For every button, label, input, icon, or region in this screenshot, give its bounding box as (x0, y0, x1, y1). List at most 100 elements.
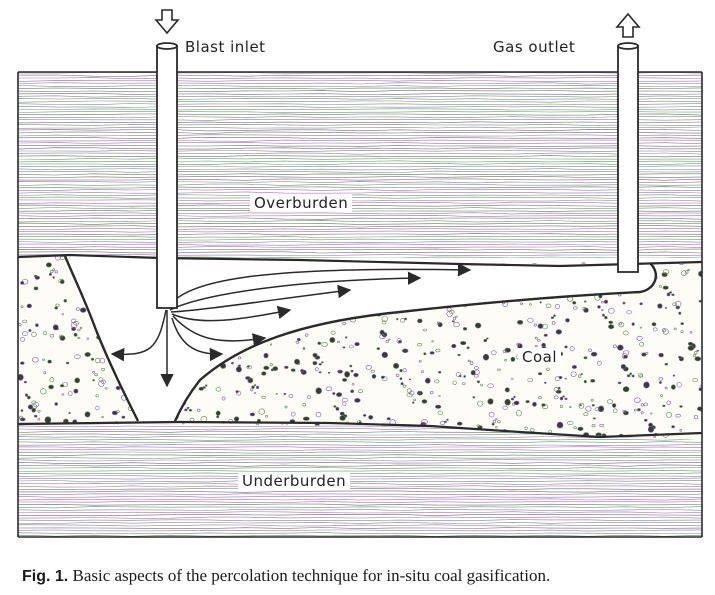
coal-particle (553, 395, 559, 400)
strata-line (18, 129, 702, 132)
coal-particle (342, 378, 348, 382)
coal-particle (669, 291, 673, 294)
coal-particle (406, 388, 412, 394)
coal-particle (399, 369, 403, 373)
strata-line (18, 152, 702, 155)
coal-particle (164, 433, 171, 438)
coal-particle (515, 410, 522, 417)
coal-particle (640, 403, 644, 407)
gasification-diagram (17, 9, 703, 538)
coal-particle (235, 366, 242, 373)
coal-particle (388, 338, 391, 341)
coal-particle (502, 349, 507, 354)
cavity-left-wall (63, 255, 140, 422)
coal-particle (453, 321, 460, 328)
coal-particle (569, 406, 572, 409)
strata-line (18, 144, 702, 147)
char-dot (192, 427, 193, 428)
coal-particle (591, 404, 595, 407)
coal-particle (296, 337, 301, 341)
coal-particle (437, 322, 443, 328)
coal-particle (451, 320, 455, 323)
strata-line (18, 451, 702, 454)
coal-particle (534, 344, 538, 348)
coal-particle (673, 327, 677, 330)
coal-particle (637, 408, 641, 412)
coal-particle (20, 361, 25, 365)
coal-particle (425, 259, 429, 262)
coal-particle (698, 270, 702, 277)
coal-particle (629, 372, 632, 376)
coal-particle (653, 435, 656, 439)
coal-particle (256, 385, 260, 390)
coal-underburden-boundary (17, 420, 703, 439)
coal-particle (636, 335, 643, 341)
coal-particle (567, 420, 574, 426)
coal-particle (54, 270, 58, 274)
coal-particle (59, 384, 65, 388)
coal-particle (265, 415, 269, 418)
coal-particle (593, 417, 596, 420)
strata-line (18, 157, 702, 160)
underburden-label: Underburden (238, 472, 351, 490)
coal-particle (370, 369, 375, 373)
coal-particle (379, 334, 386, 340)
coal-particle (460, 341, 467, 346)
strata-line (18, 168, 702, 171)
strata-line (18, 511, 702, 514)
strata-line (18, 230, 702, 233)
char-dot (177, 437, 178, 438)
coal-particle (520, 302, 523, 305)
strata-line (18, 181, 702, 184)
coal-particle (32, 357, 39, 363)
coal-particle (525, 400, 530, 404)
coal-particle (608, 320, 614, 324)
coal-particle (486, 337, 489, 340)
strata-line (18, 485, 702, 488)
blast-inlet-pipe (156, 42, 178, 309)
coal-particle (613, 408, 618, 413)
coal-particle (694, 356, 702, 362)
coal-particle (417, 390, 421, 394)
strata-line (18, 142, 702, 145)
coal-particle (617, 344, 624, 351)
coal-particle (585, 405, 592, 412)
coal-particle (47, 359, 52, 364)
coal-particle (198, 386, 204, 391)
coal-particle (590, 351, 598, 357)
coal-particle (335, 406, 340, 411)
coal-particle (336, 392, 343, 397)
coal-particle (570, 371, 577, 377)
coal-particle (676, 256, 683, 261)
coal-particle (658, 377, 664, 381)
coal-particle (456, 421, 463, 426)
coal-particle (399, 377, 403, 381)
coal-particle (643, 418, 648, 422)
coal-particle (304, 333, 309, 337)
coal-particle (26, 303, 32, 309)
coal-particle (662, 404, 666, 408)
strata-line (18, 524, 702, 527)
coal-particle (261, 371, 267, 376)
coal-particle (100, 367, 106, 371)
coal-particle (631, 374, 635, 378)
coal-particle (576, 257, 581, 262)
coal-particle (662, 285, 669, 290)
coal-particle (582, 307, 587, 311)
coal-particle (94, 357, 101, 363)
coal-particle (658, 285, 662, 288)
coal-particle (342, 346, 346, 349)
coal-particle (329, 337, 336, 343)
coal-particle (694, 351, 698, 355)
strata-line (18, 123, 702, 126)
strata-line (18, 467, 702, 470)
coal-particle (672, 302, 677, 307)
char-dot (184, 427, 185, 428)
coal-particle (290, 411, 296, 417)
coal-particle (558, 375, 563, 379)
char-dot (191, 433, 192, 434)
coal-particle (385, 339, 389, 343)
coal-particle (649, 412, 653, 415)
coal-particle (55, 303, 60, 307)
coal-particle (395, 373, 400, 378)
